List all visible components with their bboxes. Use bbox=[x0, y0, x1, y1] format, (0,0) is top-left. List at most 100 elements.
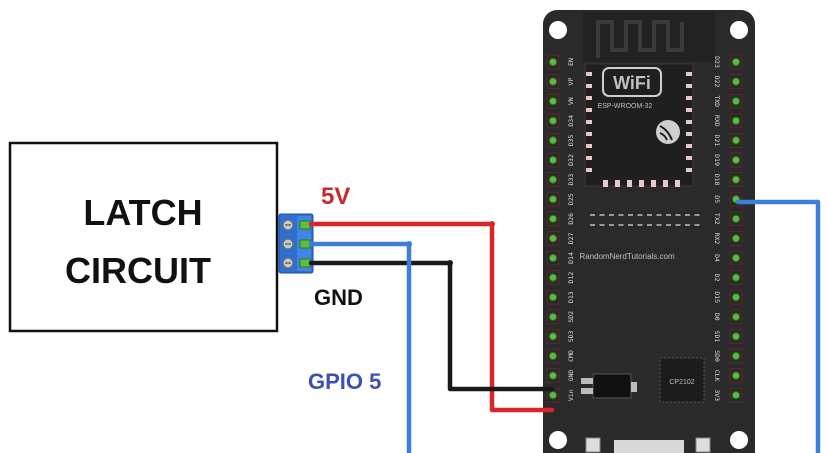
board-dash bbox=[685, 224, 690, 226]
left-pin-pad bbox=[546, 250, 560, 266]
right-pin-pad bbox=[729, 289, 743, 305]
left-pin-pad bbox=[546, 230, 560, 246]
en-button[interactable] bbox=[585, 437, 601, 453]
latch-label-line2: CIRCUIT bbox=[65, 250, 211, 291]
module-pad bbox=[586, 132, 592, 136]
right-pin-label: TXD bbox=[713, 95, 721, 107]
left-pin-label: EN bbox=[567, 58, 575, 66]
board-dash bbox=[685, 214, 690, 216]
right-pin-txd bbox=[731, 97, 741, 106]
board-dash bbox=[599, 224, 605, 226]
right-pin-clk bbox=[731, 371, 741, 380]
left-pin-pad bbox=[546, 54, 560, 70]
usb-chip-label: CP2102 bbox=[669, 379, 694, 386]
left-pin-label: D34 bbox=[567, 115, 575, 127]
left-pin-label: D35 bbox=[567, 134, 575, 146]
left-pin-pad bbox=[546, 348, 560, 364]
right-pin-d18 bbox=[731, 175, 741, 184]
right-pin-label: SD0 bbox=[713, 350, 721, 362]
label-gnd: GND bbox=[314, 285, 363, 310]
right-pin-pad bbox=[729, 132, 743, 148]
boot-button[interactable] bbox=[695, 437, 711, 453]
board-dash bbox=[618, 224, 624, 226]
right-pin-pad bbox=[729, 93, 743, 109]
left-pin-label: D14 bbox=[567, 252, 575, 264]
left-pin-pad bbox=[546, 93, 560, 109]
left-pin-label: SD3 bbox=[567, 330, 575, 342]
board-dash bbox=[666, 214, 671, 216]
board-dash bbox=[637, 214, 643, 216]
module-pad bbox=[586, 72, 592, 76]
left-pin-header: ENVPVND34D35D32D33D25D26D27D14D12D13SD2S… bbox=[546, 54, 575, 403]
right-pin-label: D0 bbox=[713, 313, 721, 321]
left-pin-label: GND bbox=[567, 370, 575, 382]
left-pin-d12 bbox=[548, 273, 558, 282]
screw-terminal bbox=[278, 213, 314, 274]
board-dash bbox=[609, 214, 614, 216]
left-pin-en bbox=[548, 57, 558, 67]
left-pin-label: D27 bbox=[567, 232, 575, 244]
right-pin-pad bbox=[729, 250, 743, 266]
left-pin-d25 bbox=[548, 195, 558, 204]
module-pad bbox=[686, 132, 692, 136]
module-pad bbox=[586, 108, 592, 112]
board-dash bbox=[628, 224, 633, 226]
left-pin-pad bbox=[546, 270, 560, 286]
module-pad bbox=[686, 120, 692, 124]
left-pin-pad bbox=[546, 191, 560, 207]
left-pin-pad bbox=[546, 368, 560, 384]
wire-end-5v bbox=[489, 221, 495, 227]
watermark: RandomNerdTutorials.com bbox=[579, 252, 675, 261]
left-pin-d33 bbox=[548, 175, 558, 184]
module-pad bbox=[586, 144, 592, 148]
left-pin-vin bbox=[548, 391, 558, 400]
module-pad bbox=[603, 180, 608, 187]
right-pin-label: D21 bbox=[713, 135, 721, 147]
left-pin-pad bbox=[546, 132, 560, 148]
board-dash bbox=[647, 224, 652, 226]
black-wire-gnd bbox=[308, 260, 555, 392]
left-pin-label: D25 bbox=[567, 193, 575, 205]
right-pin-label: RX2 bbox=[713, 233, 721, 245]
wire-end-gnd bbox=[447, 260, 453, 266]
right-pin-header: D23D22TXDRXDD21D19D18D5TX2RX2D4D2D15D0SD… bbox=[713, 54, 743, 403]
right-pin-d0 bbox=[731, 312, 741, 321]
latch-circuit-box: LATCH CIRCUIT bbox=[8, 141, 279, 333]
latch-label-line1: LATCH bbox=[83, 192, 202, 233]
board-dash bbox=[637, 224, 643, 226]
right-pin-label: D2 bbox=[713, 274, 721, 282]
left-pin-pad bbox=[546, 289, 560, 305]
right-pin-pad bbox=[729, 211, 743, 227]
right-pin-d21 bbox=[731, 136, 741, 145]
left-pin-label: D32 bbox=[567, 154, 575, 166]
module-pad bbox=[663, 180, 668, 187]
board-dash bbox=[656, 224, 662, 226]
mount-hole-bl bbox=[549, 431, 567, 449]
board-dash bbox=[675, 224, 681, 226]
left-pin-cmd bbox=[548, 351, 558, 361]
board-dashes bbox=[590, 214, 700, 226]
module-pad bbox=[686, 72, 692, 76]
board-dash bbox=[590, 214, 595, 216]
right-pin-label: 3V3 bbox=[713, 389, 721, 401]
right-pin-d4 bbox=[731, 253, 741, 263]
right-pin-pad bbox=[729, 368, 743, 384]
module-label: ESP-WROOM-32 bbox=[598, 103, 653, 110]
left-pin-label: D33 bbox=[567, 174, 575, 186]
module-pad bbox=[686, 168, 692, 172]
board-dash bbox=[666, 224, 671, 226]
right-pin-d15 bbox=[731, 293, 741, 302]
module-pad bbox=[586, 84, 592, 88]
right-pin-pad bbox=[729, 328, 743, 344]
voltage-regulator bbox=[581, 373, 637, 399]
wire-end-gpio bbox=[406, 241, 412, 247]
left-pin-label: D12 bbox=[567, 272, 575, 284]
module-pad bbox=[686, 84, 692, 88]
board-dash bbox=[647, 214, 652, 216]
module-pad bbox=[639, 180, 644, 187]
module-pad bbox=[686, 96, 692, 100]
left-pin-label: CMD bbox=[567, 350, 575, 362]
right-pin-pad bbox=[729, 191, 743, 207]
left-pin-label: Vin bbox=[567, 389, 575, 401]
left-pin-pad bbox=[546, 309, 560, 325]
